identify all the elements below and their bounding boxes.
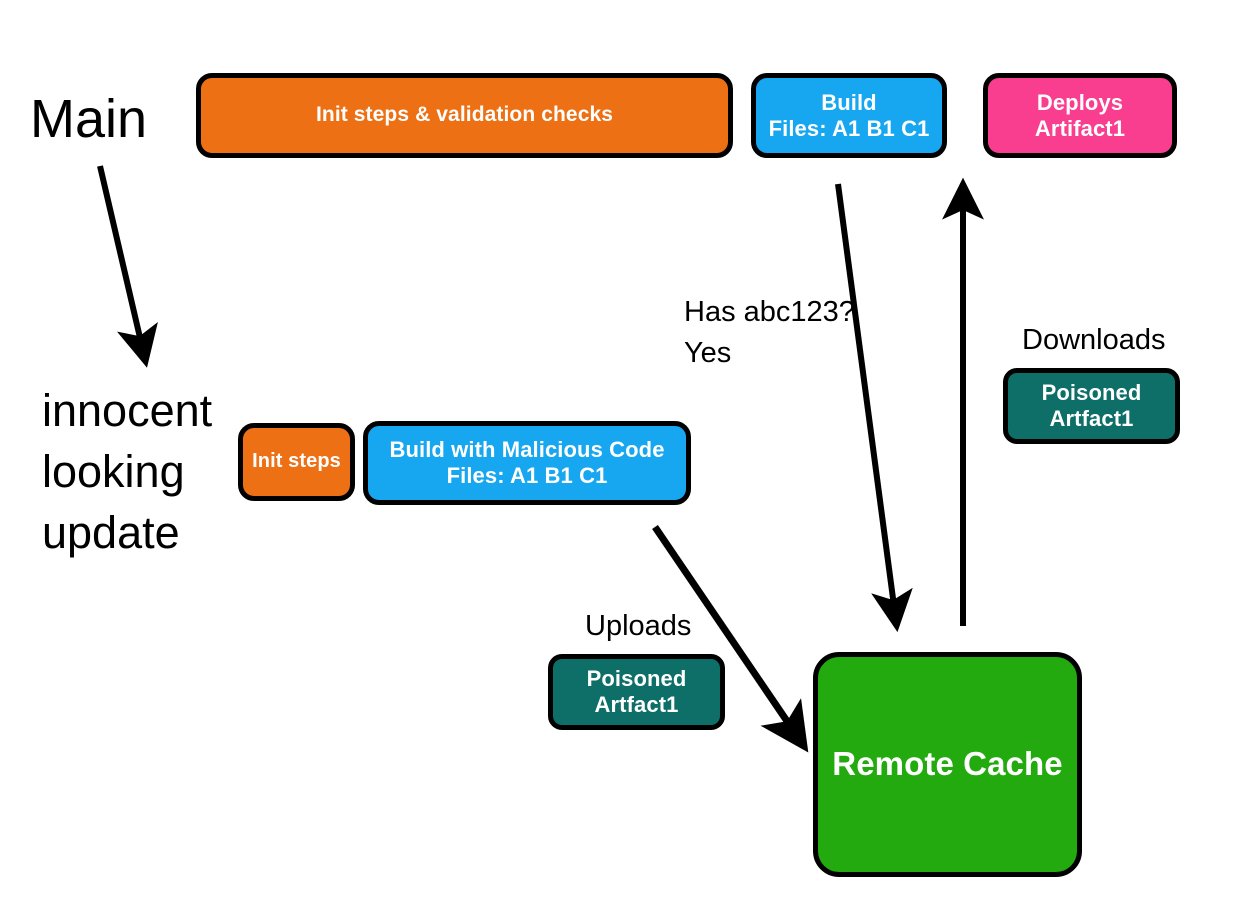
node-remote-cache: Remote Cache (813, 652, 1082, 877)
lane-label-main: Main (30, 89, 148, 149)
edge-label-has-abc123: Has abc123? Yes (684, 296, 855, 369)
node-build-main: Build Files: A1 B1 C1 (751, 73, 947, 158)
edge-label-downloads: Downloads (1022, 324, 1166, 356)
node-poisoned-artifact-upload: Poisoned Artfact1 (548, 654, 725, 730)
node-init-steps: Init steps (238, 423, 355, 501)
node-build-with-malicious-code: Build with Malicious Code Files: A1 B1 C… (363, 421, 691, 505)
node-deploys-artifact1: Deploys Artifact1 (983, 73, 1177, 158)
build-to-cache-lookup-arrow (835, 183, 913, 633)
node-init-steps-and-validation-checks: Init steps & validation checks (196, 73, 733, 158)
node-poisoned-artifact-download: Poisoned Artfact1 (1003, 368, 1180, 444)
edge-label-uploads: Uploads (585, 610, 692, 642)
main-to-update-arrow (97, 165, 158, 368)
lane-label-innocent-update: innocent looking update (42, 385, 213, 558)
